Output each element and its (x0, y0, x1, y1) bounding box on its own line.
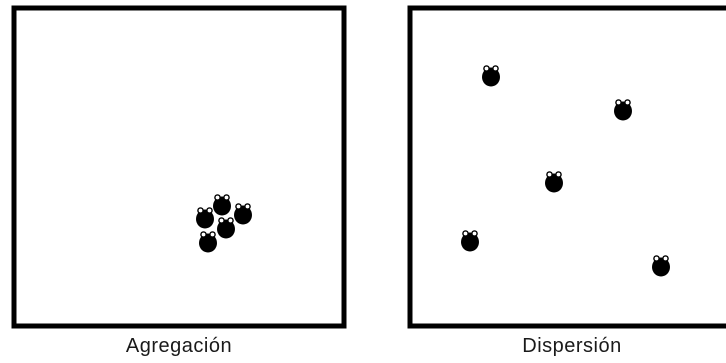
organism-left-eye (484, 66, 489, 71)
aggregation-caption: Agregación (79, 335, 279, 358)
organism-left-eye (236, 204, 241, 209)
organism-left-eye (219, 218, 224, 223)
dispersion-frame (410, 8, 726, 326)
organism-icon (196, 208, 214, 229)
organism-icon (217, 218, 235, 239)
dispersion-caption: Dispersión (472, 335, 672, 358)
organism-right-eye (493, 66, 498, 71)
organism-left-eye (616, 100, 621, 105)
organism-icon (482, 66, 500, 87)
organism-right-eye (210, 232, 215, 237)
organism-icon (199, 232, 217, 253)
organism-right-eye (224, 195, 229, 200)
organism-left-eye (463, 231, 468, 236)
organism-right-eye (245, 204, 250, 209)
organism-icon (461, 231, 479, 252)
organism-right-eye (625, 100, 630, 105)
organism-right-eye (228, 218, 233, 223)
organism-icon (213, 195, 231, 216)
organism-right-eye (556, 172, 561, 177)
organism-left-eye (215, 195, 220, 200)
organism-icon (614, 100, 632, 121)
organism-right-eye (207, 208, 212, 213)
organism-right-eye (472, 231, 477, 236)
organism-icon (234, 204, 252, 225)
organism-left-eye (654, 256, 659, 261)
aggregation-frame (14, 8, 344, 326)
organism-icon (652, 256, 670, 277)
organism-left-eye (547, 172, 552, 177)
organism-icon (545, 172, 563, 193)
organism-right-eye (663, 256, 668, 261)
organism-left-eye (198, 208, 203, 213)
organism-left-eye (201, 232, 206, 237)
